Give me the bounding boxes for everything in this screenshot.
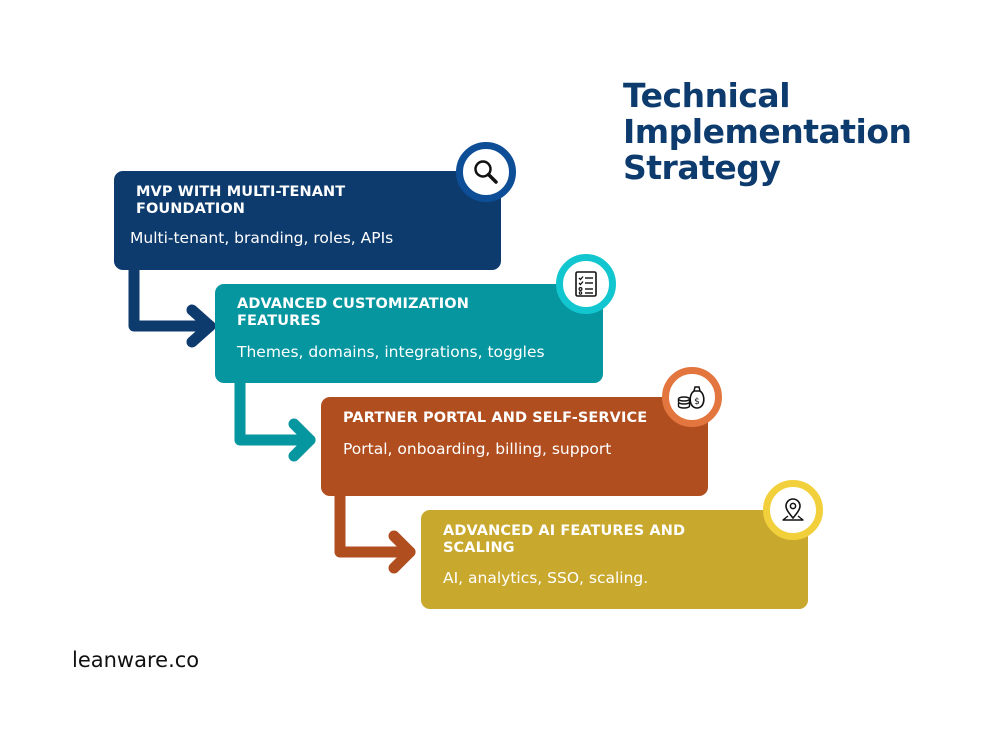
step-2-description: Themes, domains, integrations, toggles — [237, 343, 545, 361]
step-2-title: ADVANCED CUSTOMIZATION FEATURES — [237, 296, 557, 330]
location-pin-icon — [782, 498, 804, 521]
checklist-icon — [575, 271, 597, 297]
step-4-title: ADVANCED AI FEATURES AND SCALING — [443, 523, 763, 557]
step-1-description: Multi-tenant, branding, roles, APIs — [130, 229, 394, 247]
step-1-title-line-2: FOUNDATION — [136, 201, 246, 217]
arrow-step-2-to-3 — [234, 370, 316, 446]
title-line-3: Strategy — [623, 148, 781, 187]
arrowhead-3 — [388, 530, 416, 574]
step-2-title-line-2: FEATURES — [237, 313, 321, 329]
step-3-title: PARTNER PORTAL AND SELF-SERVICE — [343, 410, 703, 427]
step-4-title-line-1: ADVANCED AI FEATURES AND — [443, 523, 686, 539]
step-3-card: PARTNER PORTAL AND SELF-SERVICE Portal, … — [321, 397, 708, 496]
arrowhead-1 — [186, 304, 216, 348]
footer-brand: leanware.co — [72, 648, 200, 672]
step-2-title-line-1: ADVANCED CUSTOMIZATION — [237, 296, 469, 312]
title-line-1: Technical — [623, 76, 791, 115]
step-2-card: ADVANCED CUSTOMIZATION FEATURES Themes, … — [215, 284, 603, 383]
search-icon — [474, 160, 498, 184]
step-1-title-line-1: MVP WITH MULTI-TENANT — [136, 184, 346, 200]
step-4-card: ADVANCED AI FEATURES AND SCALING AI, ana… — [421, 510, 808, 609]
step-3-title-line-1: PARTNER PORTAL AND SELF-SERVICE — [343, 410, 648, 426]
step-1-badge — [456, 142, 516, 202]
step-4-badge — [763, 480, 823, 540]
step-2-badge — [556, 254, 616, 314]
money-bag-icon: $ — [677, 386, 705, 409]
step-3-description: Portal, onboarding, billing, support — [343, 440, 612, 458]
svg-text:$: $ — [694, 397, 700, 407]
step-4-description: AI, analytics, SSO, scaling. — [443, 569, 649, 587]
arrow-step-3-to-4 — [334, 484, 416, 558]
page-title: Technical Implementation Strategy — [623, 78, 963, 186]
arrowhead-2 — [288, 418, 316, 462]
step-4-title-line-2: SCALING — [443, 540, 515, 556]
step-3-badge: $ — [662, 367, 722, 427]
step-1-card: MVP WITH MULTI-TENANT FOUNDATION Multi-t… — [114, 171, 501, 270]
step-1-title: MVP WITH MULTI-TENANT FOUNDATION — [136, 184, 456, 218]
title-line-2: Implementation — [623, 112, 912, 151]
arrow-step-1-to-2 — [128, 256, 216, 332]
